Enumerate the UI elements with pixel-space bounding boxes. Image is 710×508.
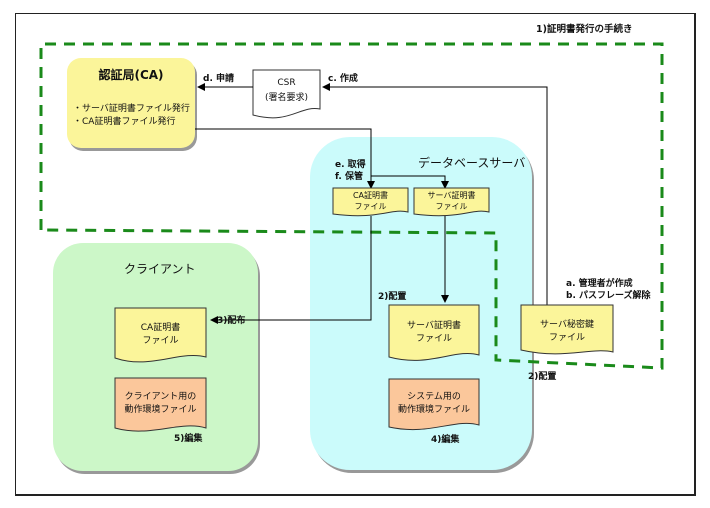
procedure-title: 1)証明書発行の手続き (536, 24, 633, 35)
server-cert-text: ファイル (415, 334, 452, 344)
server-key-doc (520, 304, 614, 355)
procedure-boundary (39, 42, 664, 370)
server-cert-small-doc (413, 187, 490, 217)
ca-cert-small-doc (332, 187, 409, 217)
client-env-doc (114, 377, 207, 432)
csr-line1: CSR (277, 78, 296, 88)
ca-item: ・サーバ証明書ファイル発行 (73, 104, 190, 114)
label-e-get: e. 取得 (335, 160, 366, 170)
server-cert-small-text: ファイル (435, 202, 468, 211)
sys-env-text: 動作環境ファイル (397, 405, 470, 415)
arrow-3-distribute (210, 216, 372, 324)
client-env-text: 動作環境ファイル (124, 405, 197, 415)
db-server-title: データベースサーバ (418, 156, 526, 170)
server-cert-doc (388, 304, 480, 361)
label-b-pass: b. パスフレーズ解除 (566, 291, 651, 301)
ca-item: ・CA証明書ファイル発行 (73, 117, 176, 127)
ca-cert-small-text: CA証明書 (352, 191, 389, 200)
client-ca-cert-doc (114, 307, 207, 363)
csr-document (252, 69, 321, 119)
label-f-store: f. 保管 (335, 172, 363, 182)
client-env-text: クライアント用の (124, 392, 197, 402)
sys-env-text: システム用の (407, 392, 461, 402)
label-3-distribute: 3)配布 (217, 316, 246, 326)
label-d-apply: d. 申請 (203, 74, 234, 84)
client-ca-cert-text: ファイル (142, 336, 179, 346)
ca-box (67, 58, 195, 148)
label-5-edit: 5)編集 (174, 434, 203, 444)
label-4-edit: 4)編集 (431, 435, 460, 445)
label-c-create: c. 作成 (328, 74, 358, 84)
label-2-deploy: 2)配置 (378, 292, 407, 302)
arrow-f-store (371, 175, 449, 189)
sys-env-doc (388, 378, 480, 431)
client-title: クライアント (124, 262, 196, 276)
csr-line2: (署名要求) (264, 93, 309, 103)
server-cert-small-text: サーバ証明書 (427, 191, 476, 200)
client-ca-cert-text: CA証明書 (140, 323, 181, 333)
server-cert-text: サーバ証明書 (407, 321, 461, 331)
arrow-c-create (322, 83, 548, 305)
ca-title: 認証局(CA) (98, 68, 164, 82)
arrow-e-get (195, 128, 375, 189)
server-key-text: ファイル (548, 333, 585, 343)
ca-cert-small-text: ファイル (354, 202, 387, 211)
label-a-admin: a. 管理者が作成 (566, 279, 633, 289)
server-key-text: サーバ秘密鍵 (540, 320, 594, 330)
label-2-deploy-key: 2)配置 (528, 372, 557, 382)
